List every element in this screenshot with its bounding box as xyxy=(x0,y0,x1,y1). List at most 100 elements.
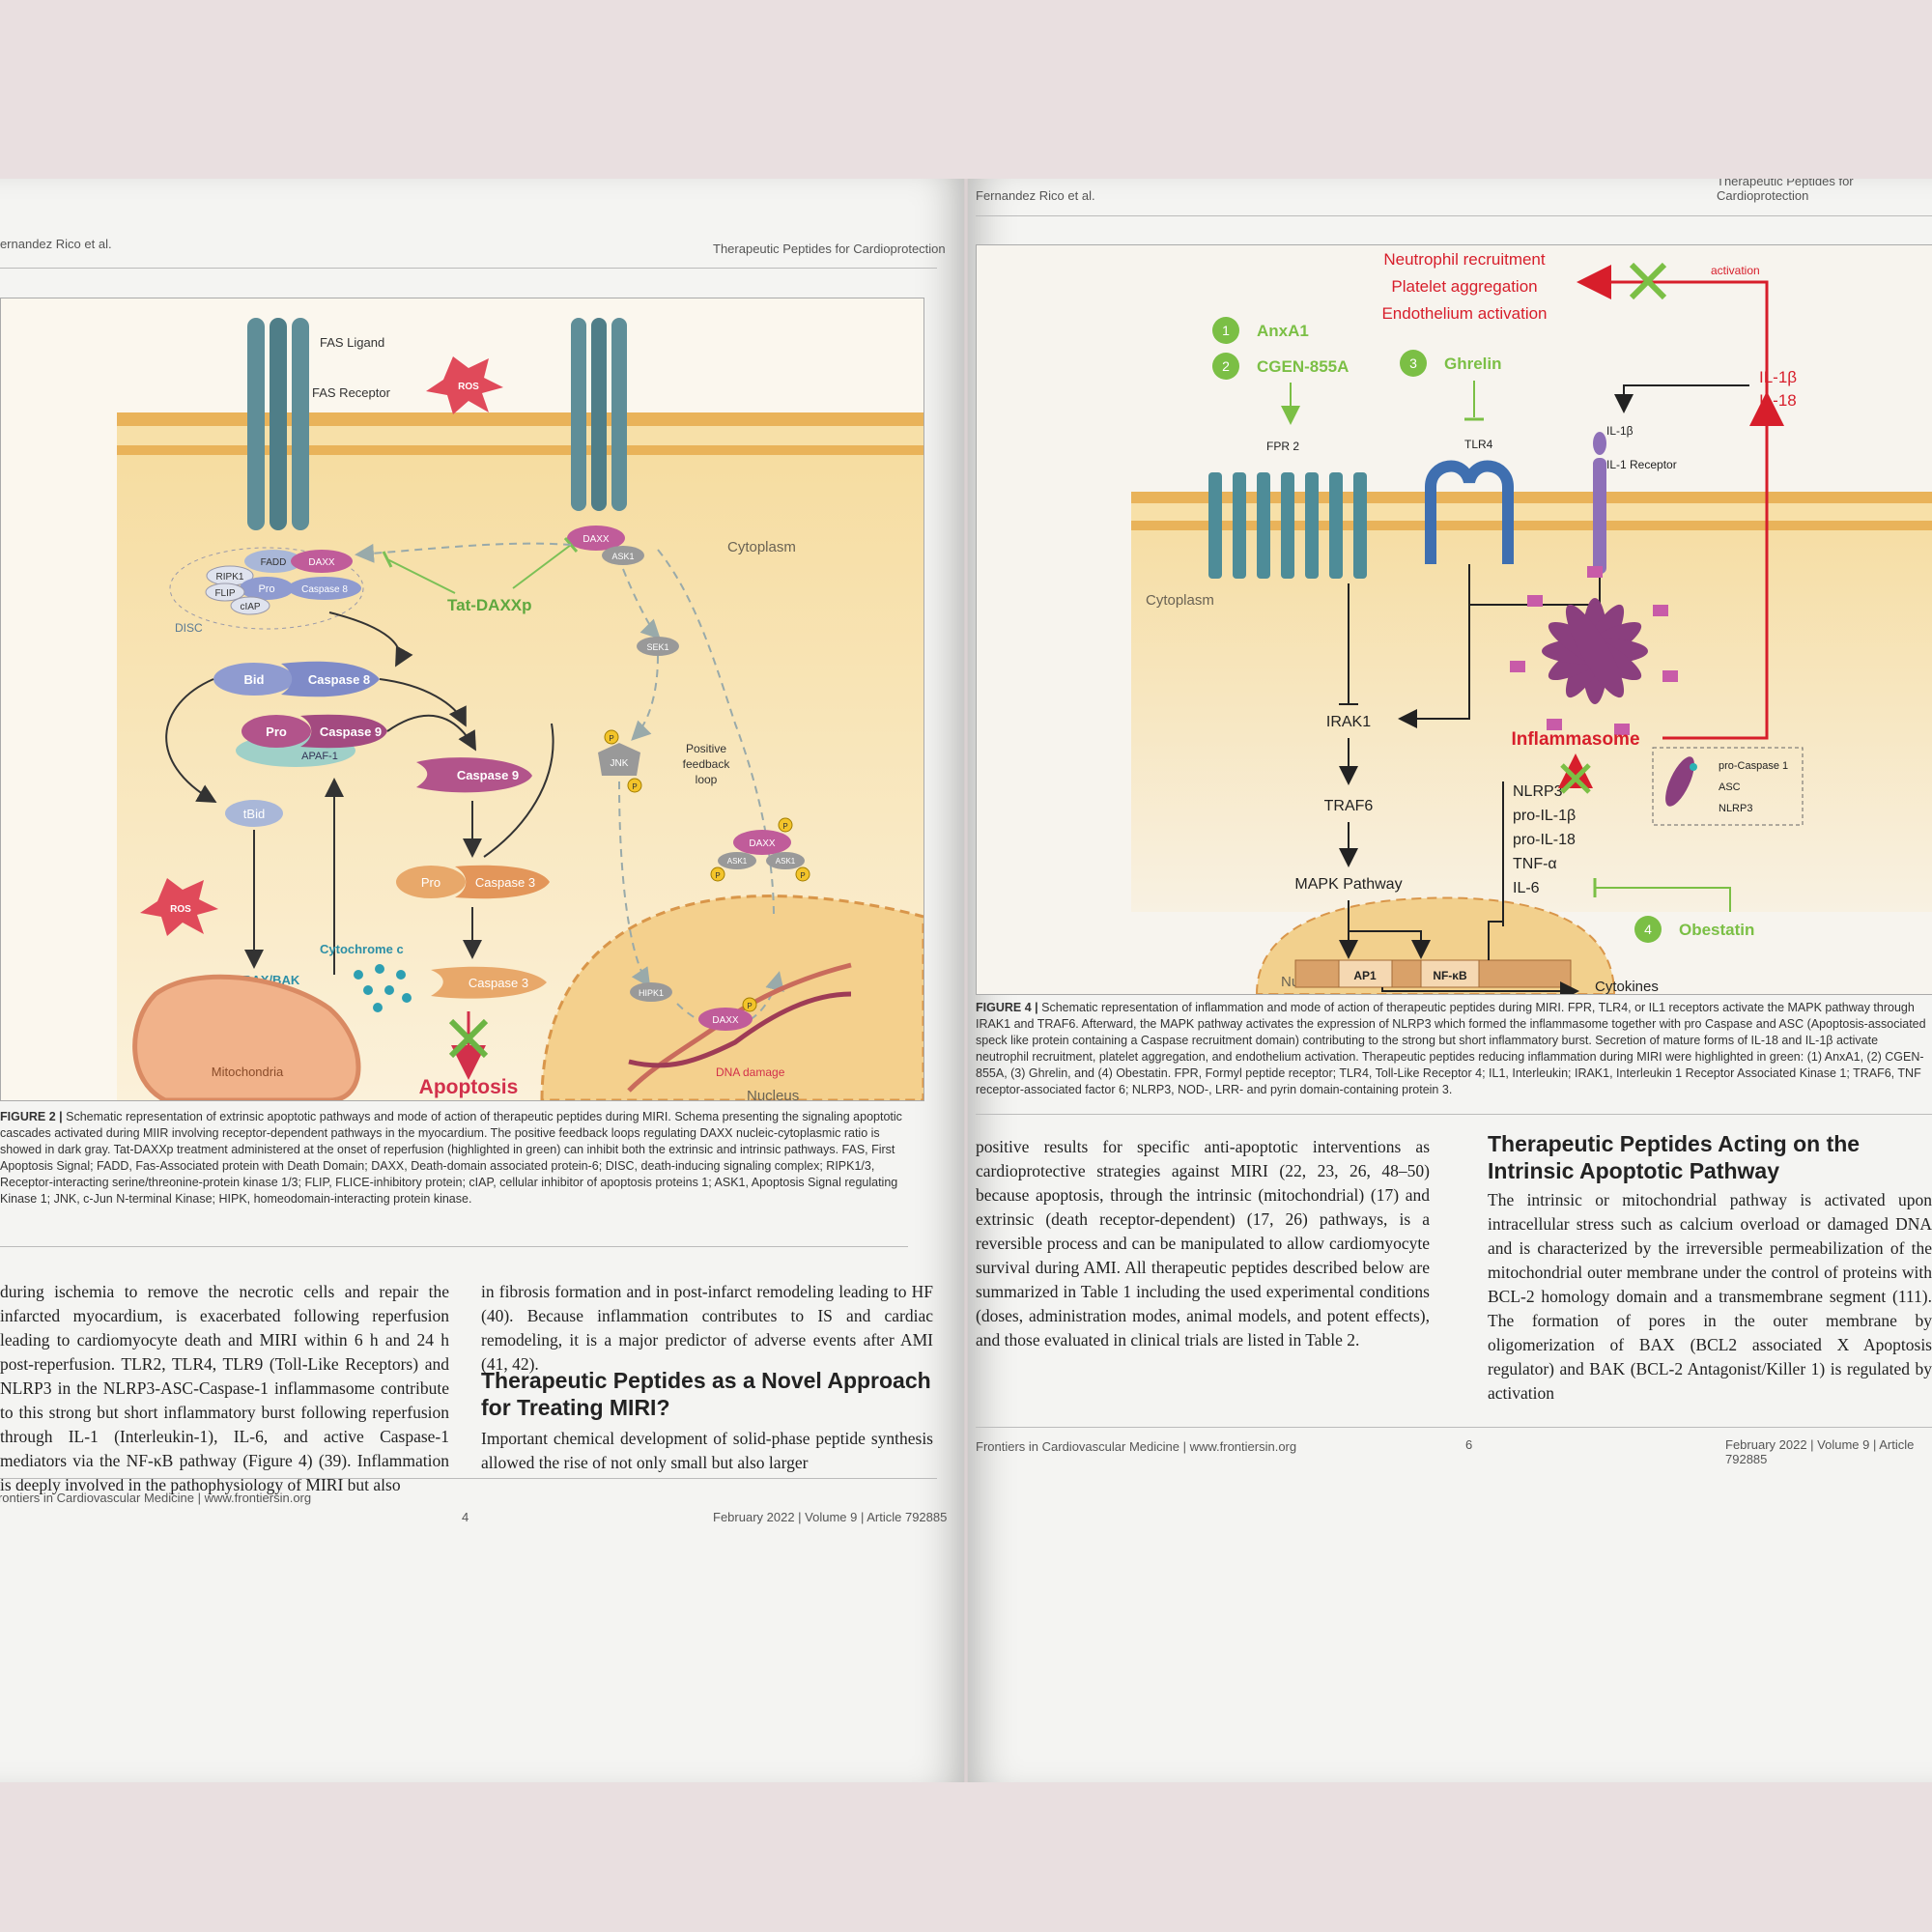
pro-caspase3-shape xyxy=(455,865,550,899)
ap1-label: AP1 xyxy=(1353,969,1377,982)
cytoplasm-label: Cytoplasm xyxy=(727,539,796,555)
left-col2-bottom-text: Important chemical development of solid-… xyxy=(481,1429,933,1472)
jnk-phospho-top-label: P xyxy=(609,734,613,743)
pro-shape xyxy=(240,577,294,600)
right-header-rule xyxy=(976,215,1932,216)
dna-damage-label: DNA damage xyxy=(716,1065,785,1079)
figure-2-caption-text: Schematic representation of extrinsic ap… xyxy=(0,1110,902,1206)
right-footer-page: 6 xyxy=(1465,1437,1473,1452)
left-header-author: Fernandez Rico et al. xyxy=(0,237,112,251)
ciap-label: cIAP xyxy=(240,602,260,612)
membrane-top xyxy=(117,412,923,426)
ask1-left-phospho xyxy=(710,867,725,882)
left-page: Fernandez Rico et al. Therapeutic Peptid… xyxy=(0,179,964,1782)
tat-inhibit-line-left xyxy=(386,558,456,594)
peptide-2-number: 2 xyxy=(1222,358,1230,374)
figure-4-caption-text: Schematic representation of inflammation… xyxy=(976,1001,1926,1096)
left-footer-journal: Frontiers in Cardiovascular Medicine | w… xyxy=(0,1491,312,1505)
cytoplasm-area-right xyxy=(1131,497,1932,912)
peptide-4-badge xyxy=(1634,916,1662,943)
positive-feedback-line3: loop xyxy=(696,773,718,786)
peptide-3-badge xyxy=(1400,350,1427,377)
peptide-2-badge xyxy=(1212,353,1239,380)
caption-rule-right xyxy=(976,1114,1932,1115)
membrane-middle xyxy=(117,426,923,445)
pro-caspase9-pro-label: Pro xyxy=(266,724,287,739)
obestatin-label: Obestatin xyxy=(1679,921,1754,939)
activation-arrow xyxy=(1577,265,1769,400)
right-header-author: Fernandez Rico et al. xyxy=(976,188,1095,203)
daxx-complex-shape xyxy=(733,830,791,855)
disc-label: DISC xyxy=(175,621,203,635)
left-col1-text: during ischemia to remove the necrotic c… xyxy=(0,1282,449,1494)
right-col2-text: The intrinsic or mitochondrial pathway i… xyxy=(1488,1190,1932,1403)
procasp9-to-casp9-arrow xyxy=(386,714,476,752)
flip-shape xyxy=(205,582,245,602)
ros-burst-middle xyxy=(140,878,218,936)
inflammasome-block-cross xyxy=(1560,763,1591,794)
figure-2-caption: FIGURE 2 | Schematic representation of e… xyxy=(0,1109,908,1208)
to-cytokines-arrow xyxy=(1381,981,1579,994)
figure-4-caption: FIGURE 4 | Schematic representation of i… xyxy=(976,1000,1932,1098)
tat-inhibit-bar-left xyxy=(382,551,393,568)
traf6-label: TRAF6 xyxy=(1324,798,1374,814)
pro-label: Pro xyxy=(258,583,274,595)
bid-label: Bid xyxy=(244,672,265,687)
left-footer-rule xyxy=(0,1478,937,1479)
daxx-nucleus-shape xyxy=(698,1008,753,1031)
neutrophil-label: Neutrophil recruitment xyxy=(1383,250,1546,269)
caspase8-label: Caspase 8 xyxy=(308,672,370,687)
fas-receptor-label: FAS Receptor xyxy=(312,385,391,400)
mapk-to-nfkb xyxy=(1348,900,1431,959)
fas-ligand-label: FAS Ligand xyxy=(320,335,384,350)
apaf1-label: APAF-1 xyxy=(301,751,338,762)
product-pro-il18: pro-IL-18 xyxy=(1513,832,1576,848)
right-footer-journal: Frontiers in Cardiovascular Medicine | w… xyxy=(976,1439,1297,1454)
cytoplasm-right-label: Cytoplasm xyxy=(1146,592,1214,609)
caspase8-small-shape xyxy=(288,577,361,600)
legend-asc: ASC xyxy=(1719,781,1741,793)
pro-caspase3-label: Caspase 3 xyxy=(475,875,535,890)
mapk-label: MAPK Pathway xyxy=(1294,876,1402,893)
jnk-to-hipk1 xyxy=(618,781,651,988)
daxx-shape xyxy=(291,550,353,573)
figure-4: Nucleus Neutrophil recruitment Platelet … xyxy=(976,244,1932,995)
fas-receptor xyxy=(247,318,309,530)
sek1-shape xyxy=(637,637,679,656)
product-pro-il1b: pro-IL-1β xyxy=(1513,808,1576,824)
left-header-rule xyxy=(0,268,937,269)
ask1-complex-right-shape xyxy=(766,852,805,869)
ciap-shape xyxy=(230,596,270,615)
jnk-phospho-bottom-label: P xyxy=(632,782,637,791)
daxx-complex-phospho xyxy=(778,817,793,833)
irak1-label: IRAK1 xyxy=(1326,714,1371,730)
il1-receptor-icon xyxy=(1593,458,1606,574)
il1-receptor-label: IL-1 Receptor xyxy=(1606,458,1677,471)
right-page: Fernandez Rico et al. Therapeutic Peptid… xyxy=(968,179,1932,1782)
activation-block-cross xyxy=(1629,262,1667,300)
fadd-shape xyxy=(244,550,302,573)
hipk1-shape xyxy=(630,982,672,1002)
ghrelin-label: Ghrelin xyxy=(1444,355,1502,373)
pro-caspase9-shape xyxy=(300,714,387,749)
tlr4-label: TLR4 xyxy=(1464,438,1493,451)
cgen-label: CGEN-855A xyxy=(1257,357,1349,376)
fas-receptor-right xyxy=(571,318,627,511)
inflammasome-label: Inflammasome xyxy=(1511,729,1639,750)
legend-pro-caspase1: pro-Caspase 1 xyxy=(1719,760,1788,772)
cytochrome-c-dots xyxy=(354,964,412,1012)
legend-nlrp3: NLRP3 xyxy=(1719,803,1752,814)
legend-asc-dot xyxy=(1690,763,1697,771)
ros-burst-top xyxy=(426,356,503,414)
caspase8-shape xyxy=(281,661,380,697)
daxx-complex-label: DAXX xyxy=(749,838,776,849)
ask1-right-phospho-label: P xyxy=(800,871,805,880)
ask1-complex-left-label: ASK1 xyxy=(727,857,748,866)
caspase3-active-label: Caspase 3 xyxy=(469,976,528,990)
membrane-right-bottom xyxy=(1131,521,1932,530)
mitochondria-label: Mitochondria xyxy=(212,1065,284,1079)
disc-to-bid-arrow xyxy=(328,611,413,668)
membrane-bottom xyxy=(117,445,923,455)
right-footer-date: February 2022 | Volume 9 | Article 79288… xyxy=(1725,1437,1915,1466)
casp8-to-casp9-arrow xyxy=(379,678,467,727)
